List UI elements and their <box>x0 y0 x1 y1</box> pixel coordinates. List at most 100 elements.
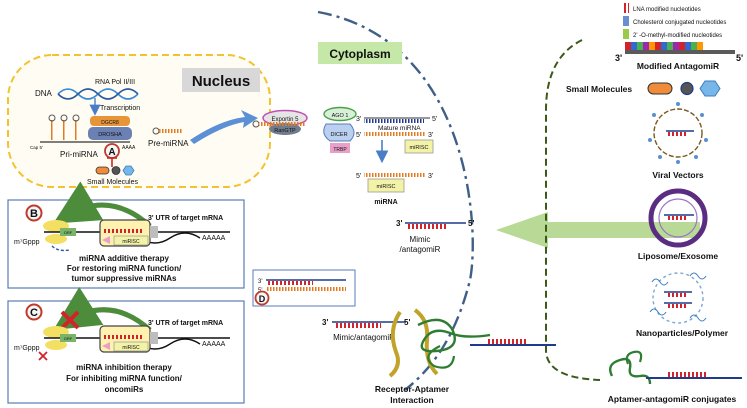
cap-label-c: m⁷Gppp <box>14 345 40 352</box>
dgcr8-protein <box>90 116 130 126</box>
mimic-label: Mimic <box>410 235 431 244</box>
aptamer-label: Aptamer-antagomiR conjugates <box>608 394 737 404</box>
pre-mirna-hairpin <box>152 127 183 135</box>
mirisc-label-c: miRISC <box>122 345 140 351</box>
panel-c-line3: oncomiRs <box>105 385 144 394</box>
mature-5-end: 5' <box>432 116 437 123</box>
pri-mirna <box>40 114 130 143</box>
mature-bottom-hatch <box>364 132 426 136</box>
cytoplasm-title-box <box>318 42 402 64</box>
legend-title: Modified AntagomiR <box>637 61 719 71</box>
dicer-protein <box>323 123 355 142</box>
nucleus-title-box <box>182 68 260 92</box>
label-d: D <box>259 294 266 304</box>
drosha-protein <box>88 127 132 140</box>
trbp-protein <box>330 143 350 153</box>
orf-box-c <box>60 334 76 342</box>
ma-5-end: 5' <box>404 318 410 327</box>
small-molecules-label-nucleus: Small Molecules <box>87 179 138 186</box>
export-arrow <box>190 110 258 144</box>
antagomir-label: /antagomiR <box>400 245 441 254</box>
mirisc-label-b: miRISC <box>122 239 140 245</box>
cell-membrane <box>317 10 474 391</box>
mirisc-cap-b <box>150 226 158 238</box>
orf-label-c: ORF <box>64 336 73 341</box>
label-b-circle <box>25 204 43 222</box>
viral-vector-icon <box>648 102 708 164</box>
poly-a-label-b: AAAAA <box>202 235 226 242</box>
mirisc-cap-c <box>150 332 158 344</box>
d-bottom-hatch <box>266 287 346 291</box>
mimic-hatch <box>408 224 448 229</box>
mimic-5-end: 5' <box>468 219 474 228</box>
ma-label: Mimic/antagomiR <box>333 333 395 342</box>
loaded-strand <box>364 173 426 177</box>
legend-ome-swatch <box>623 29 629 39</box>
legend-end3: 3' <box>615 53 622 63</box>
small-molecule-icons <box>647 80 721 97</box>
legend-lna: LNA modified nucleotides <box>633 7 701 13</box>
small-x-icon <box>38 351 48 361</box>
nanoparticle-icon <box>649 272 707 324</box>
trbp-label: TRBP <box>333 147 347 153</box>
pri-mirna-label: Pri-miRNA <box>60 150 98 159</box>
cap-label: Cap 5' <box>30 145 43 150</box>
nucleus-title: Nucleus <box>192 73 250 90</box>
liposome-hatch <box>666 216 688 220</box>
legend-lna-swatch <box>623 3 629 13</box>
liposome-label: Liposome/Exosome <box>638 251 719 261</box>
cap-label-b: m⁷Gppp <box>14 239 40 246</box>
label-c-circle <box>25 303 43 321</box>
panel-b-line1: miRNA additive therapy <box>79 254 169 263</box>
ago-label: AGO 1 <box>332 113 349 119</box>
exportin-label: Exportin 5 <box>271 117 299 123</box>
delivery-bracket <box>545 39 601 381</box>
dicer-label: DICER <box>330 132 347 138</box>
dna-label: DNA <box>35 89 53 98</box>
label-a: A <box>108 147 115 158</box>
d-top-hatch <box>268 281 313 285</box>
rangtp-label: RanGTP <box>274 128 296 134</box>
utr-label-c: 3' UTR of target mRNA <box>148 320 223 327</box>
poly-a-label-c: AAAAA <box>202 341 226 348</box>
ago1-protein <box>323 106 357 122</box>
panel-b-line3: tumor suppressive miRNAs <box>72 274 177 283</box>
pre-mirna-label: Pre-miRNA <box>148 139 189 148</box>
receptor-aptamer-complex <box>388 308 556 378</box>
liposome-outer <box>648 188 708 248</box>
legend-ome: 2' -O-methyl-modified nucleotides <box>633 33 722 39</box>
viral-vectors-label: Viral Vectors <box>652 170 704 180</box>
mirisc-strand-c <box>104 335 144 339</box>
peptide-b <box>51 245 71 252</box>
legend-chol-swatch <box>623 16 629 26</box>
orf-label-b: ORF <box>64 230 73 235</box>
legend-chol: Cholesterol conjugated nucleotides <box>633 20 726 26</box>
label-b: B <box>30 208 38 220</box>
mirisc-top-label: miRISC <box>410 145 429 151</box>
modified-antagomir-strand <box>625 42 735 54</box>
cytoplasm-title: Cytoplasm <box>329 47 390 61</box>
loaded-5-end: 5' <box>356 173 361 180</box>
mirisc-inner-b <box>113 235 149 246</box>
mirisc-strand-b <box>104 229 144 233</box>
mirisc-tip-c <box>102 342 110 350</box>
aptamer-conjugate-icon <box>609 350 742 385</box>
liposome-inner <box>658 198 698 238</box>
panel-c-line1: miRNA inhibition therapy <box>76 363 172 372</box>
label-c: C <box>30 307 38 319</box>
transcription-label: Transcription <box>100 105 140 112</box>
loaded-3-end: 3' <box>428 173 433 180</box>
panel-b-line2: For restoring miRNA function/ <box>67 264 182 273</box>
rna-pol-label: RNA Pol II/III <box>95 79 135 86</box>
mirisc-box-bottom <box>367 178 405 193</box>
ma-3-end: 3' <box>322 318 328 327</box>
small-molecules-label: Small Molecules <box>566 84 632 94</box>
label-d-circle <box>254 290 270 306</box>
mature-3b-end: 3' <box>428 132 433 139</box>
receptor-label-2: Interaction <box>390 395 433 405</box>
ribosome-small-b <box>45 234 67 244</box>
mimic-3-end: 3' <box>396 219 402 228</box>
mature-label: Mature miRNA <box>378 125 421 132</box>
block-x-icon <box>60 310 80 330</box>
